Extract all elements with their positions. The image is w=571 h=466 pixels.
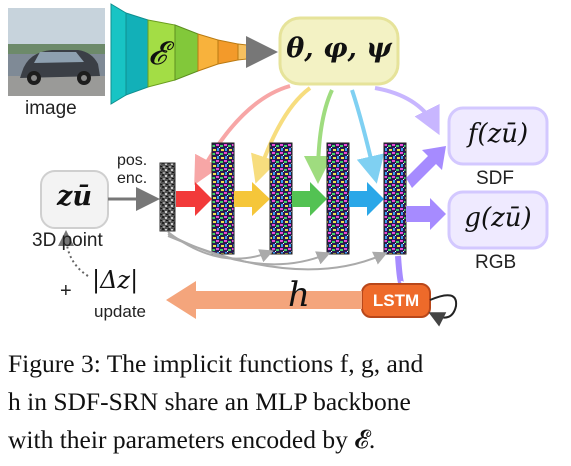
posenc-layer: [159, 162, 176, 232]
car-image: [8, 8, 105, 96]
red-arrow: [176, 182, 212, 216]
plus-sign: +: [60, 280, 72, 302]
update-dotted-arrow: [58, 230, 89, 277]
mlp-layer-2: [269, 142, 293, 255]
blue-arrow: [349, 182, 384, 216]
encoder-network: [110, 3, 257, 105]
rgb-symbol: g(zū): [464, 203, 532, 233]
lstm-loop-arrow: [428, 294, 458, 327]
h-arrow: [166, 281, 362, 319]
rgb-output-arrow: [406, 198, 446, 230]
mlp-layer-1: [211, 142, 235, 255]
caption-line-1: Figure 3: The implicit functions f, g, a…: [8, 349, 424, 378]
pos-enc-label-1: pos.: [117, 152, 148, 169]
green-arrow: [292, 182, 327, 216]
caption-line-2: h in SDF-SRN share an MLP backbone: [8, 387, 411, 416]
branch-to-lstm: [395, 255, 405, 288]
caption-line-3: with their parameters encoded by 𝓔.: [8, 425, 376, 454]
update-label: update: [94, 302, 146, 321]
params-label: θ, φ, ψ: [286, 33, 392, 64]
pos-enc-label-2: enc.: [117, 170, 148, 187]
rgb-box: [447, 190, 549, 250]
param-arrows: [194, 84, 440, 186]
sdf-output-arrow: [406, 146, 446, 188]
mlp-layer-4: [383, 142, 407, 255]
params-box: [278, 16, 400, 86]
point-label: 3D point: [32, 230, 103, 251]
sdf-symbol: f(zū): [467, 119, 529, 149]
delta-label: |Δz|: [92, 266, 139, 294]
sdf-box: [447, 106, 549, 166]
h-symbol: h: [288, 275, 310, 315]
figure-caption: Figure 3: The implicit functions f, g, a…: [8, 345, 564, 459]
yellow-arrow: [234, 182, 270, 216]
encoder-label: 𝓔: [148, 34, 167, 72]
point-symbol: zū: [57, 181, 92, 212]
architecture-diagram: [8, 3, 549, 327]
lstm-label: LSTM: [372, 291, 420, 310]
image-label: image: [25, 98, 77, 119]
skip-connections: [167, 231, 388, 271]
sdf-label: SDF: [476, 168, 514, 189]
mlp-layer-3: [326, 142, 350, 255]
rgb-label: RGB: [475, 252, 517, 273]
